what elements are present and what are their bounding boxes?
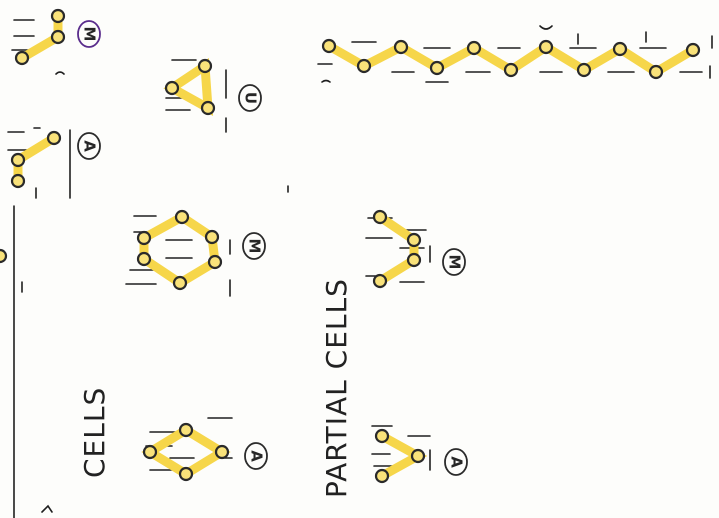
- partial-cell-v-a: A: [372, 426, 467, 482]
- atom: [138, 232, 150, 244]
- atom: [199, 60, 211, 72]
- atom: [52, 31, 64, 43]
- atom: [614, 43, 626, 55]
- badge-a-text: A: [448, 456, 466, 468]
- atom: [138, 253, 150, 265]
- atom: [374, 211, 386, 223]
- badge-m-text: M: [246, 239, 264, 254]
- atom: [650, 66, 662, 78]
- atom: [408, 234, 420, 246]
- cell-hexagon-m: M: [126, 211, 265, 296]
- atom: [216, 446, 228, 458]
- atom: [408, 254, 420, 266]
- atom: [12, 175, 24, 187]
- fragment-u-triangle: U: [166, 60, 261, 132]
- atom: [209, 256, 221, 268]
- badge-m-text: M: [81, 27, 99, 42]
- atom: [202, 102, 214, 114]
- atom: [358, 60, 370, 72]
- badge-a-text: A: [248, 450, 266, 462]
- atom: [180, 424, 192, 436]
- badge-u-text: U: [242, 92, 260, 104]
- badge-a-partial: A: [445, 449, 467, 475]
- atom: [540, 41, 552, 53]
- atom: [412, 450, 424, 462]
- badge-a-text: A: [81, 140, 99, 152]
- atom: [376, 430, 388, 442]
- label-partial-cells: PARTIAL CELLS: [320, 278, 353, 498]
- atom: [180, 468, 192, 480]
- atom: [395, 41, 407, 53]
- atom: [578, 64, 590, 76]
- atom: [176, 211, 188, 223]
- cell-rhombus-a: A: [144, 418, 267, 480]
- badge-a-left: A: [78, 133, 100, 159]
- atom: [468, 42, 480, 54]
- badge-m-partial: M: [443, 249, 465, 275]
- badge-u: U: [239, 85, 261, 111]
- atom: [166, 82, 178, 94]
- atom: [206, 231, 218, 243]
- fragment-zigzag-chain: [318, 26, 712, 82]
- badge-m: M: [78, 21, 100, 47]
- atom: [323, 40, 335, 52]
- partial-cell-v-m: M: [366, 211, 465, 287]
- label-cells: CELLS: [78, 387, 111, 478]
- atom: [52, 10, 64, 22]
- atom: [431, 62, 443, 74]
- atom: [687, 44, 699, 56]
- atom: [174, 277, 186, 289]
- atom: [12, 154, 24, 166]
- fragment-top-m: M: [12, 10, 100, 74]
- atom: [48, 132, 60, 144]
- atom: [505, 64, 517, 76]
- atom: [144, 446, 156, 458]
- badge-a-rhombus: A: [245, 443, 267, 469]
- atom: [374, 275, 386, 287]
- atom: [0, 250, 6, 262]
- fragment-left-a: A: [8, 128, 100, 198]
- atom: [376, 470, 388, 482]
- left-edge-marks: [0, 206, 22, 518]
- badge-m-hex: M: [243, 233, 265, 259]
- atom: [16, 52, 28, 64]
- badge-m-text: M: [446, 255, 464, 270]
